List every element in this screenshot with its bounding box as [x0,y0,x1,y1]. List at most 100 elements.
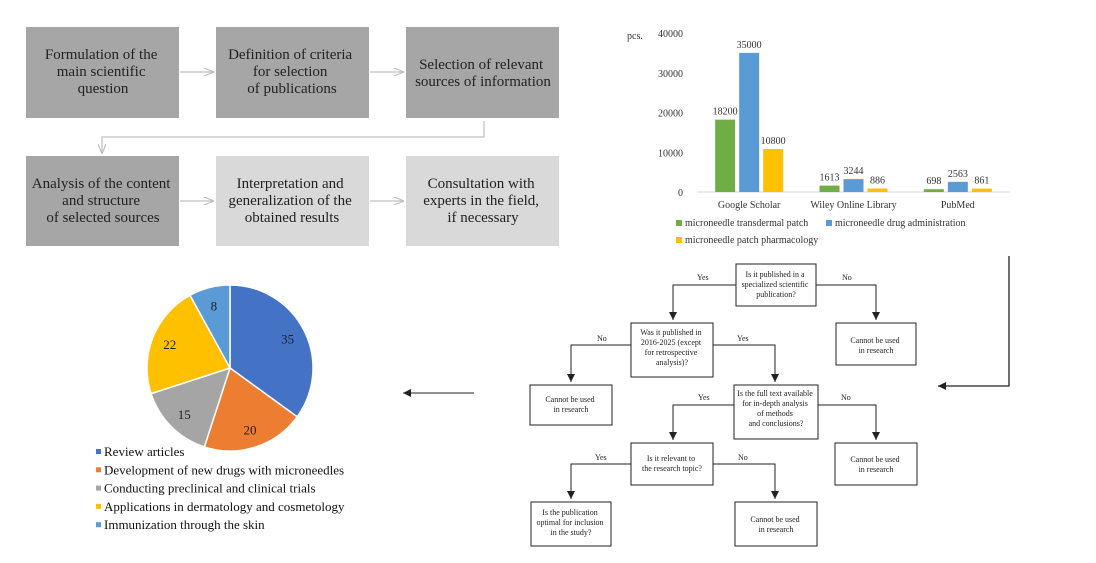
step-2-line-1: Definition of criteria [228,47,352,63]
connector-q1-yes [669,284,736,320]
bar-chart-bar [843,179,864,192]
pie-chart-slice [229,284,314,418]
flowchart-question-1-text: Is it published in a specialized scienti… [742,270,811,299]
chart-to-flowchart-arrow [938,256,1010,390]
bar-chart-bar [715,119,736,192]
q2-line-2: 2016-2025 (except [641,338,702,347]
q4-line-1: Is it relevant to [647,454,695,463]
step-2-text: Definition of criteria for selection of … [228,47,356,97]
bar-chart-data-label: 2563 [948,169,968,180]
bar-chart-y-tick: 40000 [658,29,683,40]
q1-line-2: specialized scientific [742,280,809,289]
bar-chart-legend: microneedle transdermal patch microneedle… [676,218,966,246]
step-6-line-3: if necessary [447,210,519,226]
bar-chart-legend-label: microneedle transdermal patch [685,218,808,229]
bar-chart-unit-label: pcs. [627,31,643,42]
bar-chart-bar [819,185,840,192]
pie-chart-slice [203,366,299,452]
connector-q3-yes [669,404,734,440]
flowchart-question-4-text: Is it relevant to the research topic? [642,454,702,473]
flowchart-reject-2 [529,384,613,426]
step-6-line-1: Consultation with [428,176,536,192]
bar-chart-legend-swatch [676,237,682,243]
q3-line-3: of methods [757,409,793,418]
flowchart-reject-1-text: Cannot be used in research [850,336,901,355]
flowchart-reject-4-text: Cannot be used in research [750,515,801,534]
q1-line-3: publication? [756,290,796,299]
pie-chart-data-label: 8 [211,298,218,313]
pie-chart-legend-label: Applications in dermatology and cosmetol… [104,499,345,514]
pie-chart-legend-swatch [96,503,101,509]
reject-2-line-2: in research [554,405,589,414]
bar-chart-bar [923,189,944,192]
bar-chart-data-label: 3244 [844,166,864,177]
step-6-text: Consultation with experts in the field, … [423,176,543,226]
step-1-line-1: Formulation of the [45,47,158,63]
reject-4-line-2: in research [759,525,794,534]
step-5-line-1: Interpretation and [237,176,345,192]
connector-q4-yes [567,463,631,499]
pie-chart-legend-swatch [96,449,101,454]
q3-line-4: and conclusions? [749,419,804,428]
flowchart-reject-3 [834,442,918,486]
step-2-line-2: for selection [253,64,328,80]
pie-chart-slice [146,294,232,395]
label-q4-no: No [738,453,748,462]
bar-chart-bar [947,181,968,192]
label-q2-no: No [597,334,607,343]
q2-line-1: Was it published in [640,328,701,337]
process-diagram: Formulation of the main scientific quest… [26,27,559,246]
q4-line-2: the research topic? [642,464,702,473]
step-1-box [26,27,179,118]
step-3-line-2: sources of information [415,74,551,90]
pie-chart-data-label: 15 [178,407,191,422]
step-6-box [406,156,559,246]
flowchart: Is it published in a specialized scienti… [529,263,918,547]
reject-4-line-1: Cannot be used [750,515,799,524]
bar-chart-bar [739,52,760,192]
flowchart-question-2 [630,322,714,378]
flowchart-reject-2-text: Cannot be used in research [545,395,596,414]
step-6-line-2: experts in the field, [423,193,539,209]
step-5-line-3: obtained results [245,210,340,226]
bar-chart-legend-label: microneedle patch pharmacology [685,235,818,246]
bar-chart-y-tick: 10000 [658,148,683,159]
label-q3-no: No [841,393,851,402]
reject-3-line-1: Cannot be used [850,455,899,464]
bar-chart-y-tick: 0 [678,188,683,199]
step-4-text: Analysis of the content and structure of… [32,176,174,226]
pie-chart-legend-swatch [96,522,101,528]
step-1-line-2: main scientific [57,64,146,80]
final-line-2: optimal for inclusion [536,518,603,527]
pie-chart-data-label: 22 [163,337,176,352]
bar-chart-category-label: Wiley Online Library [810,200,896,211]
label-q3-yes: Yes [698,393,710,402]
bar-chart-data-label: 886 [870,175,885,186]
step-5-box [216,156,369,246]
step-2-box [216,27,369,118]
step-1-line-3: question [78,81,129,97]
connector-q2-no [567,344,631,382]
connector-q2-yes [713,344,779,382]
step-5-line-2: generalization of the [228,193,352,209]
flowchart-final-text: Is the publication optimal for inclusion… [536,508,605,537]
flowchart-question-3 [733,384,819,440]
q1-line-1: Is it published in a [745,270,805,279]
pie-chart-data-label: 35 [281,332,294,347]
step-3-line-1: Selection of relevant [419,57,544,73]
bar-chart-legend-label: microneedle drug administration [835,218,966,229]
flowchart-reject-3-text: Cannot be used in research [850,455,901,474]
pie-chart-legend-label: Review articles [104,444,185,459]
pie-chart-legend-swatch [96,485,101,491]
step-4-line-3: of selected sources [46,210,159,226]
pie-chart-slices [146,284,314,452]
label-q1-yes: Yes [697,273,709,282]
q2-line-4: analysis)? [656,358,688,367]
reject-1-line-1: Cannot be used [850,336,899,345]
pie-chart-legend-swatch [96,467,101,473]
arrow-step-3-4 [102,121,485,153]
